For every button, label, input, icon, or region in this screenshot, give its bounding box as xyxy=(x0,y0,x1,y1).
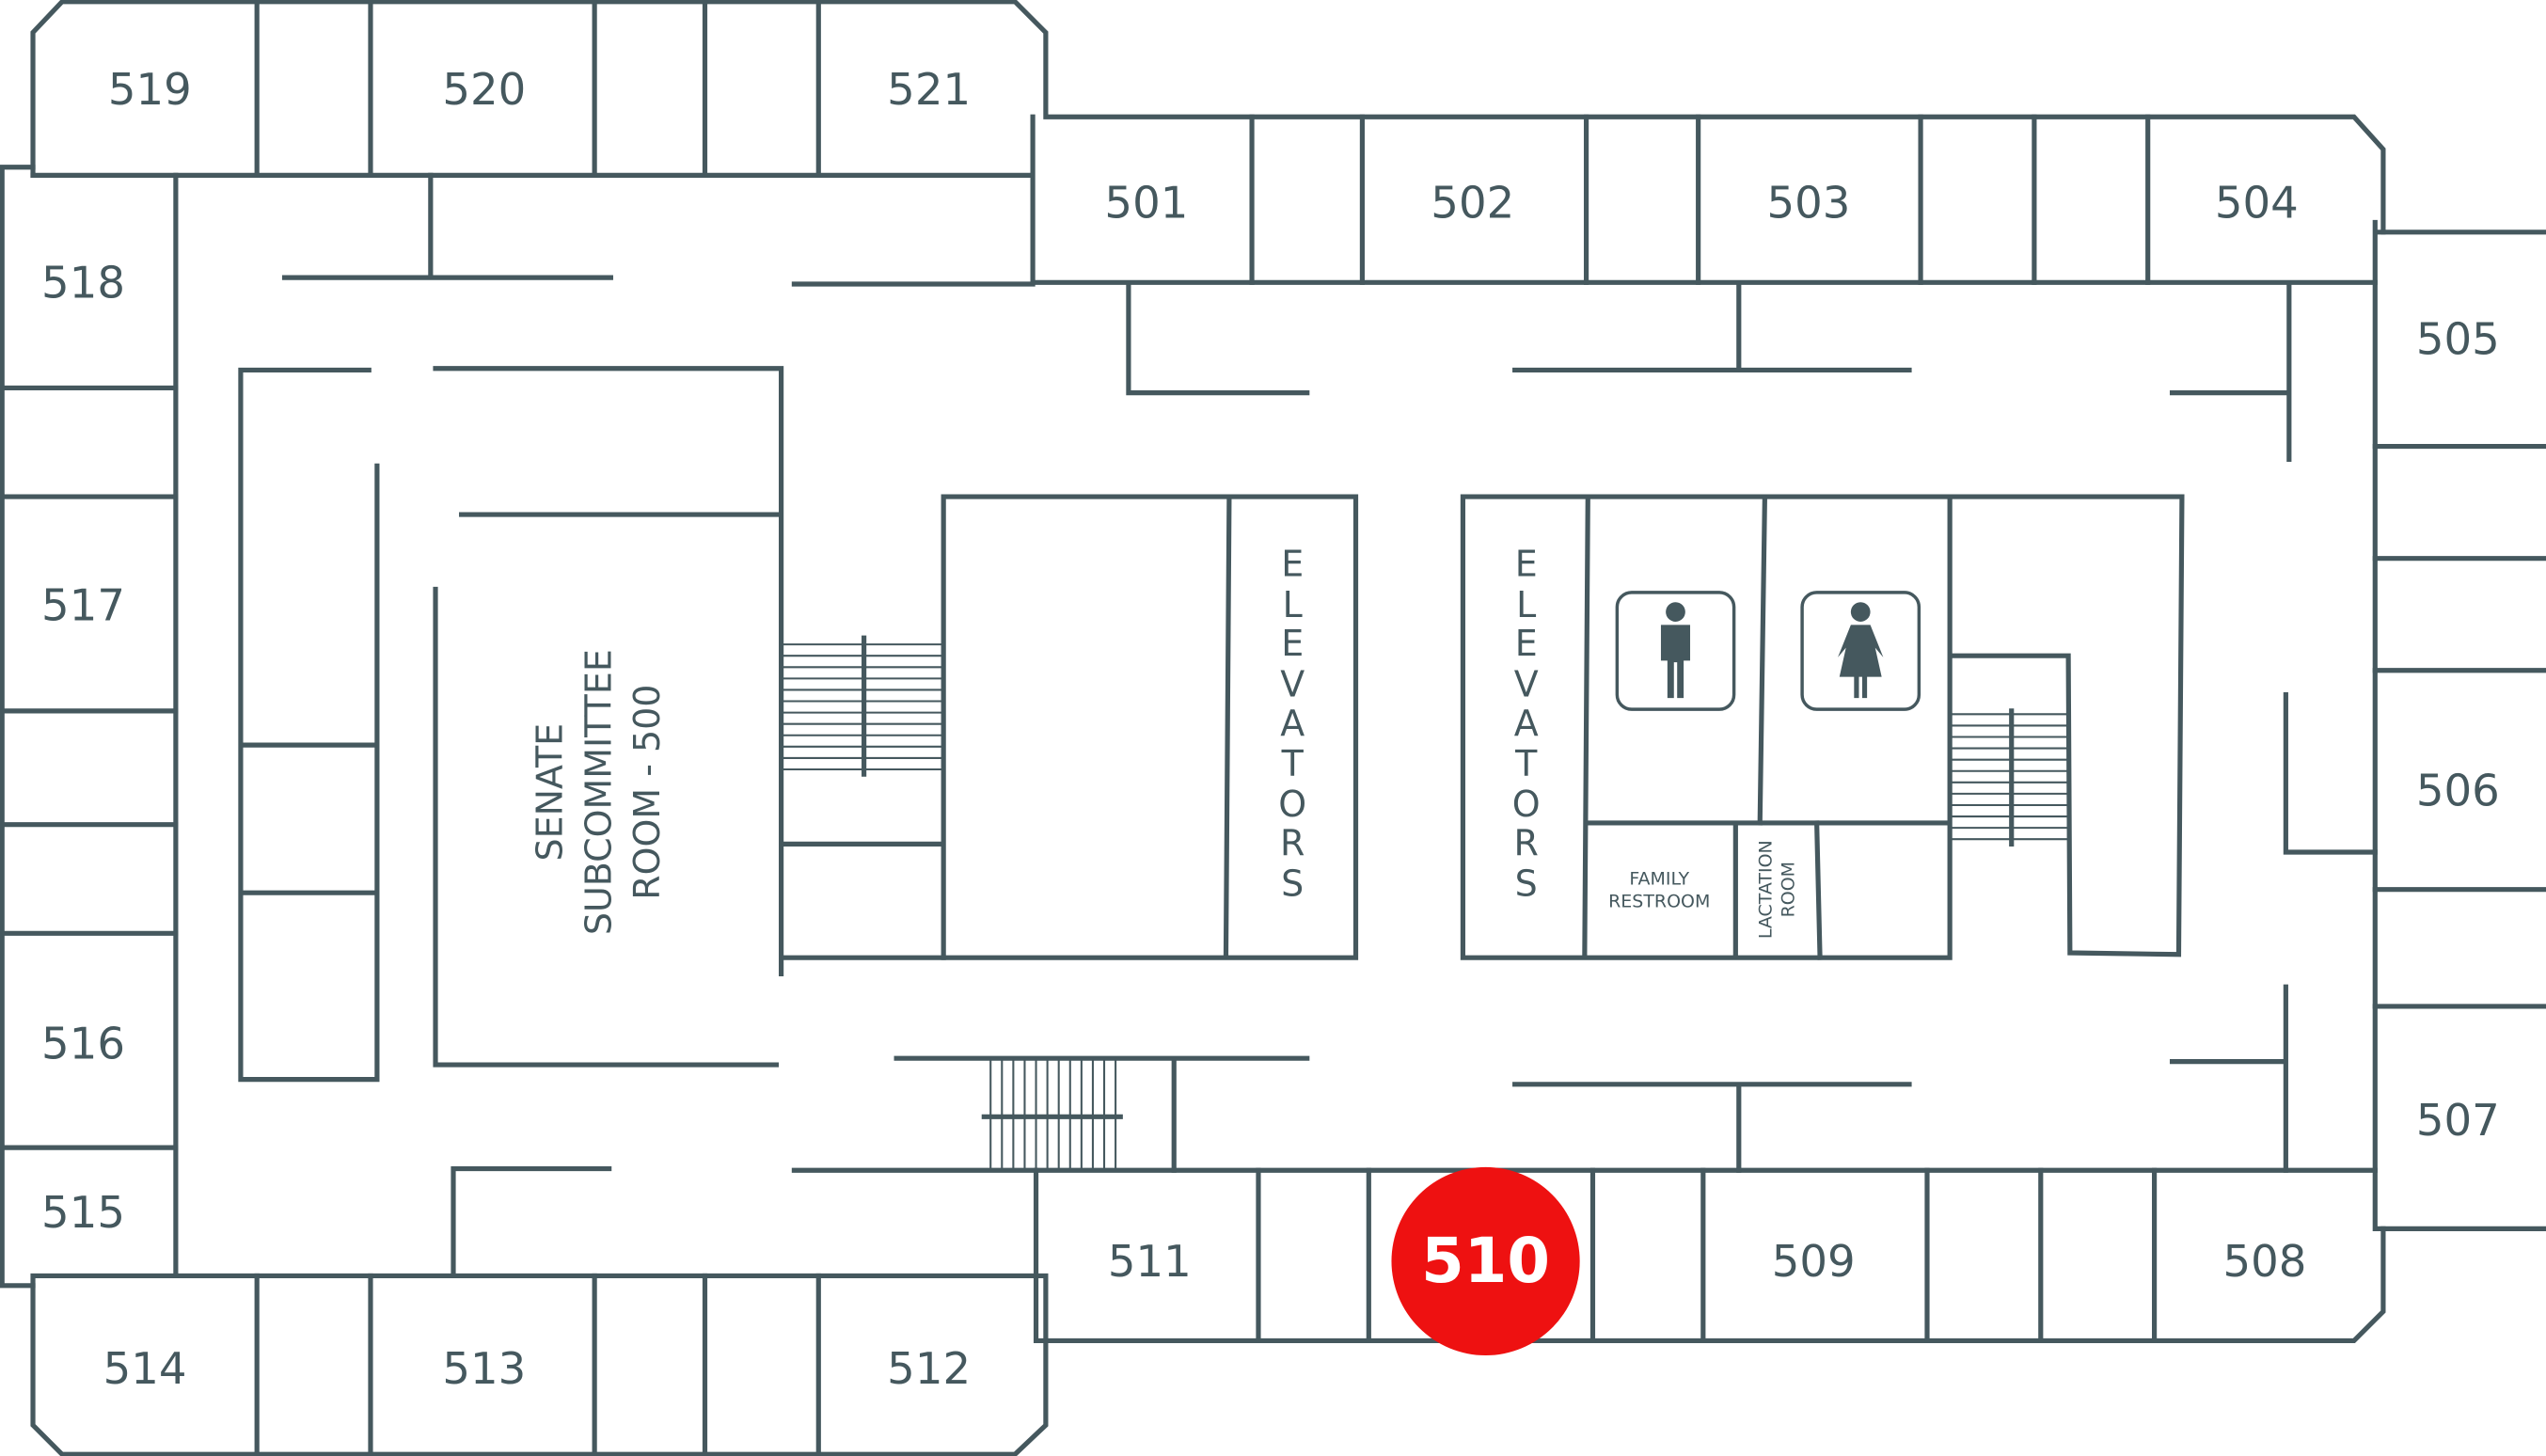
room-labels: 519 520 521 501 502 503 504 505 506 507 … xyxy=(41,64,2500,1394)
room-509[interactable]: 509 xyxy=(1772,1236,1856,1287)
senate-room-label: SENATE SUBCOMMITTEE ROOM - 500 xyxy=(530,649,669,935)
senate-line3: ROOM - 500 xyxy=(626,685,668,900)
mens-restroom-icon xyxy=(1615,591,1736,711)
highlight-marker xyxy=(1391,1166,1580,1356)
room-505[interactable]: 505 xyxy=(2416,314,2500,365)
room-508[interactable]: 508 xyxy=(2222,1236,2306,1287)
room-507[interactable]: 507 xyxy=(2416,1095,2500,1146)
elevators-label-right-wrap: ELEVATORS xyxy=(1511,546,1541,906)
room-517[interactable]: 517 xyxy=(41,580,125,631)
senate-line2: SUBCOMMITTEE xyxy=(577,649,619,935)
elevators-label-left: ELEVATORS xyxy=(1278,546,1307,906)
womens-restroom-icon xyxy=(1800,591,1921,711)
room-510-highlight[interactable]: 510 xyxy=(1391,1166,1580,1356)
lactation-line2: ROOM xyxy=(1778,862,1798,917)
elevators-label-left-wrap: ELEVATORS xyxy=(1278,546,1307,906)
family-line2: RESTROOM xyxy=(1608,892,1710,912)
lactation-line1: LACTATION xyxy=(1755,840,1776,939)
room-516[interactable]: 516 xyxy=(41,1019,125,1069)
room-511[interactable]: 511 xyxy=(1108,1236,1192,1287)
room-514[interactable]: 514 xyxy=(103,1343,187,1394)
room-503[interactable]: 503 xyxy=(1767,178,1851,229)
room-502[interactable]: 502 xyxy=(1431,178,1514,229)
room-504[interactable]: 504 xyxy=(2215,178,2299,229)
room-501[interactable]: 501 xyxy=(1104,178,1188,229)
room-519[interactable]: 519 xyxy=(108,64,192,115)
elevators-label-right: ELEVATORS xyxy=(1511,546,1541,906)
room-518[interactable]: 518 xyxy=(41,257,125,308)
room-510[interactable]: 510 xyxy=(1421,1226,1550,1297)
senate-line1: SENATE xyxy=(530,723,571,862)
family-restroom-label: FAMILY RESTROOM xyxy=(1608,869,1710,912)
room-520[interactable]: 520 xyxy=(442,64,526,115)
stairs-icon xyxy=(783,635,2069,1169)
room-506[interactable]: 506 xyxy=(2416,765,2500,815)
room-515[interactable]: 515 xyxy=(41,1187,125,1238)
room-513[interactable]: 513 xyxy=(442,1343,526,1394)
room-521[interactable]: 521 xyxy=(887,64,971,115)
lactation-room-label: LACTATION ROOM xyxy=(1755,840,1798,939)
family-line1: FAMILY xyxy=(1629,869,1689,890)
room-512[interactable]: 512 xyxy=(887,1343,971,1394)
